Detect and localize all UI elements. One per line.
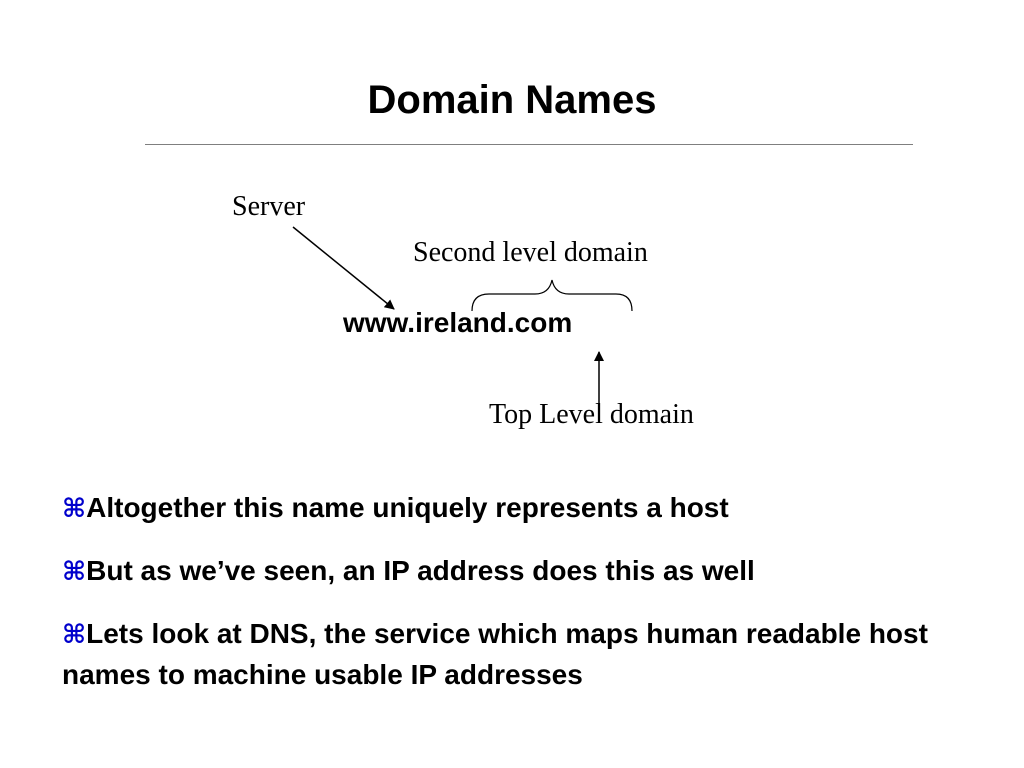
server-label: Server [232,191,306,222]
bullet-text: Altogether this name uniquely represents… [86,492,729,523]
bullet-text: Lets look at DNS, the service which maps… [62,618,928,690]
bullet-item: ⌘Lets look at DNS, the service which map… [62,614,962,695]
bullet-text: But as we’ve seen, an IP address does th… [86,555,755,586]
second-level-domain-label: Second level domain [413,237,648,268]
command-bullet-icon: ⌘ [62,494,87,524]
command-bullet-icon: ⌘ [62,620,87,650]
bullet-list: ⌘Altogether this name uniquely represent… [62,488,962,717]
bullet-item: ⌘But as we’ve seen, an IP address does t… [62,551,962,592]
slide-title: Domain Names [367,78,657,122]
command-bullet-icon: ⌘ [62,557,87,587]
title-divider [145,144,913,145]
server-arrow [292,226,395,310]
bullet-item: ⌘Altogether this name uniquely represent… [62,488,962,529]
top-level-domain-label: Top Level domain [489,399,694,430]
domain-name-text: www.ireland.com [343,307,573,338]
